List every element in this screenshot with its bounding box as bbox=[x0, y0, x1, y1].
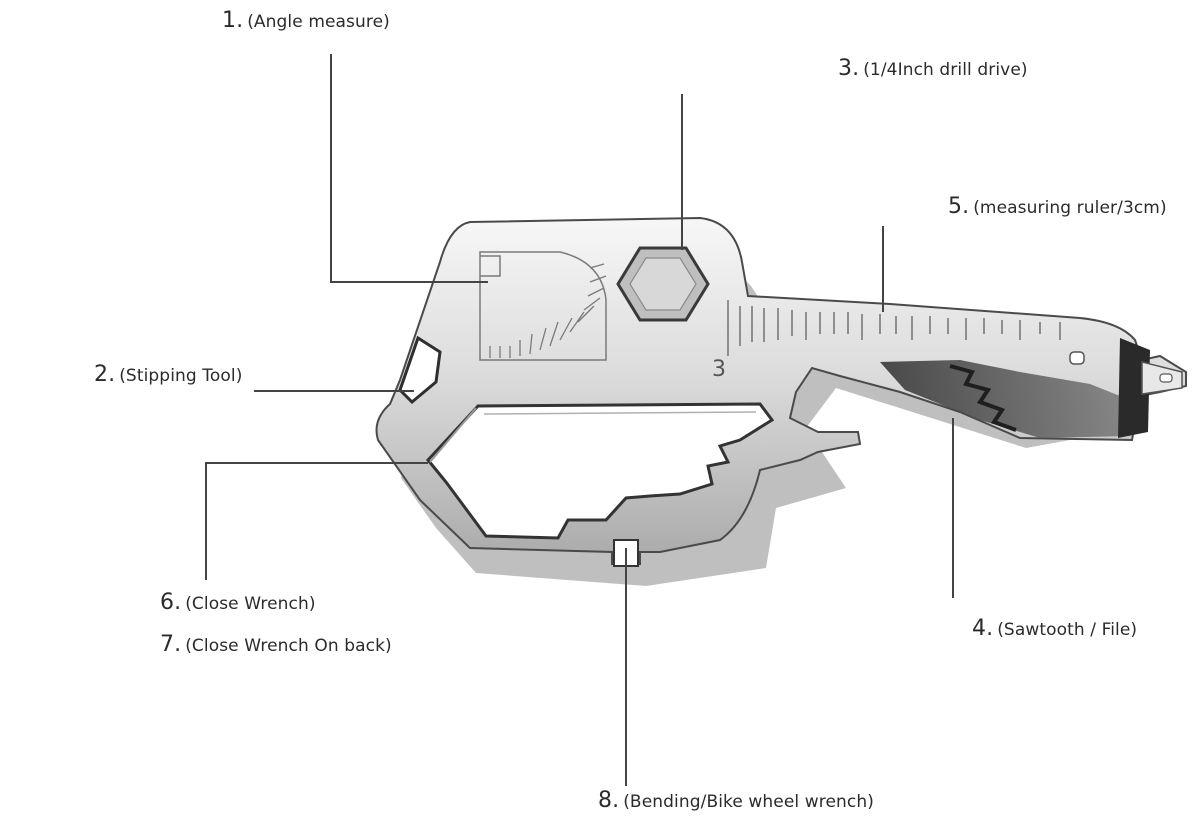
leader-angle-measure bbox=[330, 54, 488, 283]
callout-close-wrench: 6.(Close Wrench) bbox=[160, 590, 316, 615]
callout-sawtooth-file: 4.(Sawtooth / File) bbox=[972, 616, 1137, 641]
callout-number: 1. bbox=[222, 8, 244, 33]
ruler-ticks bbox=[727, 300, 1061, 356]
callout-stripping-tool: 2.(Stipping Tool) bbox=[94, 362, 242, 387]
leader-close-wrench bbox=[205, 462, 428, 580]
callout-label: (Sawtooth / File) bbox=[997, 620, 1138, 640]
hex-drill-socket bbox=[616, 246, 710, 322]
callout-number: 2. bbox=[94, 362, 116, 387]
callout-label: (measuring ruler/3cm) bbox=[973, 198, 1167, 218]
callout-angle-measure: 1.(Angle measure) bbox=[222, 8, 390, 33]
callout-label: (Stipping Tool) bbox=[119, 366, 243, 386]
wrench-cutout bbox=[426, 402, 775, 540]
callout-number: 4. bbox=[972, 616, 994, 641]
callout-label: (Close Wrench On back) bbox=[185, 636, 392, 656]
callout-label: (Close Wrench) bbox=[185, 594, 316, 614]
stripping-slot bbox=[398, 335, 442, 405]
angle-protractor bbox=[479, 251, 607, 361]
callout-label: (Angle measure) bbox=[247, 12, 390, 32]
leader-lines bbox=[205, 54, 954, 786]
callout-number: 8. bbox=[598, 788, 620, 813]
callout-drill-drive: 3.(1/4Inch drill drive) bbox=[838, 56, 1028, 81]
callout-close-wrench-back: 7.(Close Wrench On back) bbox=[160, 632, 392, 657]
callout-number: 3. bbox=[838, 56, 860, 81]
callout-label: (1/4Inch drill drive) bbox=[863, 60, 1028, 80]
callout-bike-wheel-wrench: 8.(Bending/Bike wheel wrench) bbox=[598, 788, 874, 813]
ruler-number: 3 bbox=[712, 357, 726, 382]
callout-label: (Bending/Bike wheel wrench) bbox=[623, 792, 874, 812]
callout-number: 6. bbox=[160, 590, 182, 615]
callout-number: 7. bbox=[160, 632, 182, 657]
callout-number: 5. bbox=[948, 194, 970, 219]
callout-measuring-ruler: 5.(measuring ruler/3cm) bbox=[948, 194, 1167, 219]
sawtooth-blade bbox=[880, 338, 1183, 438]
